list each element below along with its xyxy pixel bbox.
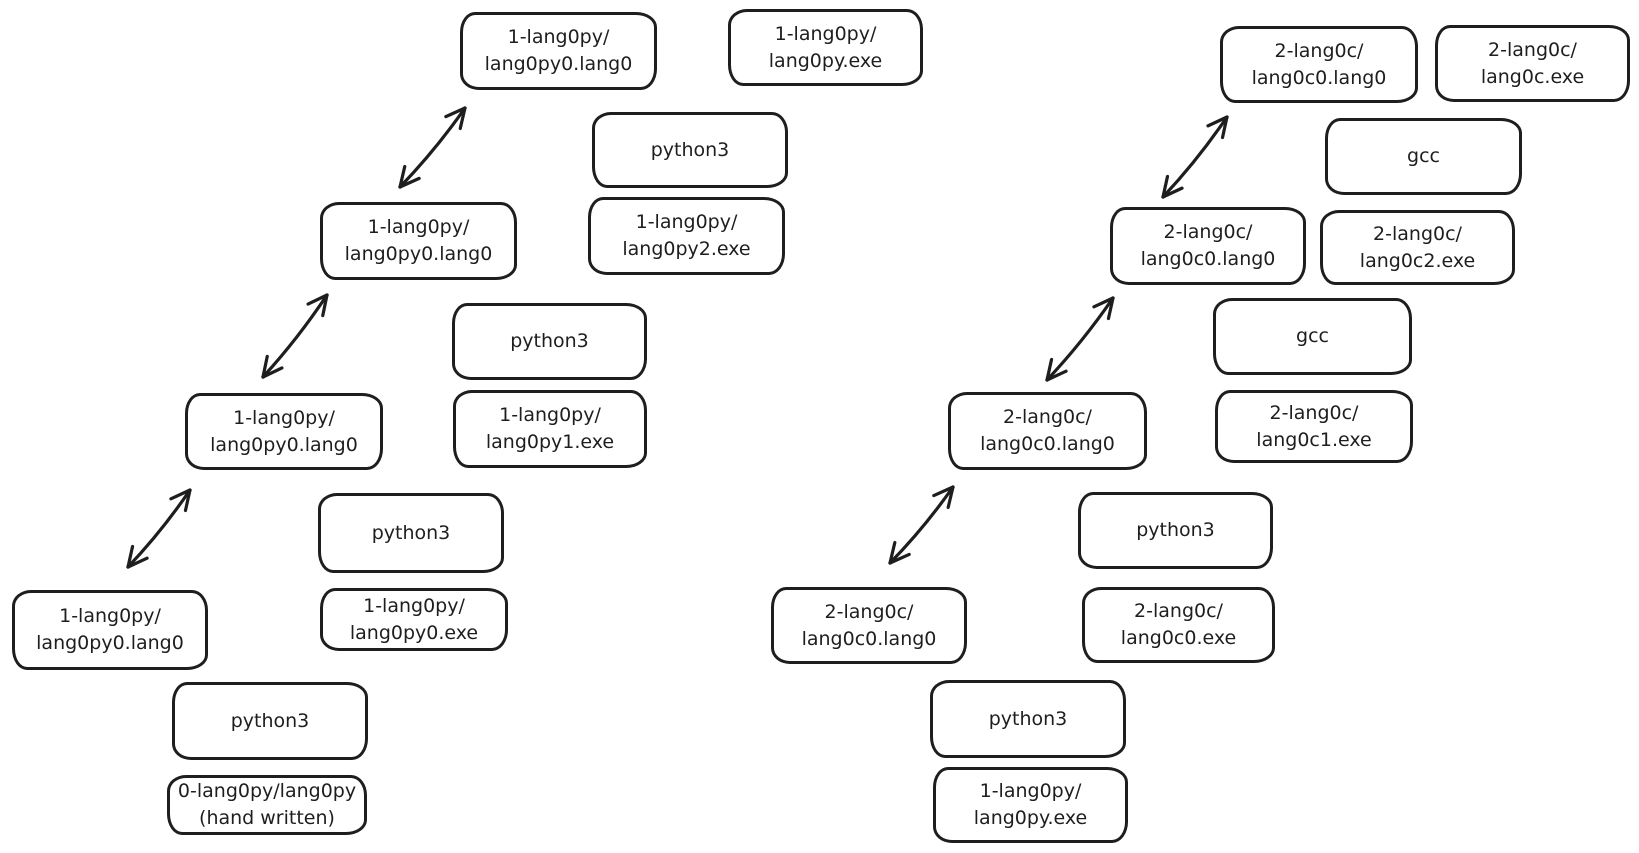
node-label-line: 1-lang0py/ — [363, 594, 465, 617]
node-label-line: python3 — [230, 709, 310, 732]
py-exe-1-box: 1-lang0py/lang0py1.exe — [453, 390, 647, 468]
c-exe-1-box: 2-lang0c/lang0c1.exe — [1215, 390, 1413, 463]
node-label-line: lang0c0.exe — [1120, 627, 1237, 649]
node-label-line: (hand written) — [199, 807, 335, 829]
c-source-0-box: 2-lang0c/lang0c0.lang0 — [771, 587, 967, 664]
c-interp-python3-1-box: python3 — [1078, 492, 1273, 569]
node-label-line: 2-lang0c/ — [1269, 401, 1359, 424]
c-source-3-box: 2-lang0c/lang0c0.lang0 — [1220, 26, 1418, 103]
node-label-line: 0-lang0py/lang0py — [177, 780, 357, 803]
node-label-line: python3 — [371, 521, 451, 544]
py-exe-2-box: 1-lang0py/lang0py2.exe — [588, 197, 785, 275]
node-label-line: lang0py.exe — [768, 49, 883, 72]
c-interp-python3-0-box: python3 — [930, 680, 1126, 758]
c-bootstrap-arrow-1 — [1045, 296, 1115, 382]
node-label-line: 2-lang0c/ — [1134, 600, 1223, 623]
node-label-line: 1-lang0py/ — [507, 26, 610, 49]
c-source-2-box: 2-lang0c/lang0c0.lang0 — [1110, 207, 1306, 285]
py-bootstrap-arrow-0 — [126, 488, 192, 569]
node-label-line: lang0py0.lang0 — [344, 243, 493, 265]
py-bootstrap-arrow-2 — [398, 106, 467, 189]
py-interp-python3-1-box: python3 — [318, 493, 504, 573]
node-label-line: python3 — [1136, 519, 1215, 542]
node-label-line: 1-lang0py/ — [233, 406, 335, 429]
py-source-1-box: 1-lang0py/lang0py0.lang0 — [185, 393, 383, 470]
py-exe-final-box: 1-lang0py/lang0py.exe — [728, 9, 923, 86]
c-exe-0-box: 2-lang0c/lang0c0.exe — [1082, 587, 1275, 663]
py-source-0-box: 1-lang0py/lang0py0.lang0 — [12, 590, 208, 670]
c-source-1-box: 2-lang0c/lang0c0.lang0 — [948, 392, 1147, 470]
c-exe-final-box: 2-lang0c/lang0c.exe — [1435, 25, 1630, 102]
node-label-line: 2-lang0c/ — [1488, 38, 1577, 61]
node-label-line: 2-lang0c/ — [1274, 39, 1364, 62]
py-interp-python3-2-box: python3 — [452, 303, 647, 380]
node-label-line: 1-lang0py/ — [774, 22, 877, 45]
node-label-line: lang0py1.exe — [485, 431, 615, 453]
py-stage0-handwritten-box: 0-lang0py/lang0py (hand written) — [167, 775, 367, 835]
node-label-line: python3 — [988, 707, 1068, 730]
node-label-line: 1-lang0py/ — [59, 605, 161, 628]
node-label-line: python3 — [650, 138, 730, 161]
c-base-exe-box: 1-lang0py/lang0py.exe — [933, 767, 1128, 843]
node-label-line: lang0py0.lang0 — [484, 53, 633, 75]
node-label-line: 1-lang0py/ — [367, 216, 470, 239]
node-label-line: lang0c0.lang0 — [1140, 248, 1276, 270]
node-label-line: lang0c1.exe — [1256, 428, 1372, 451]
node-label-line: 2-lang0c/ — [1163, 221, 1253, 244]
node-label-line: 2-lang0c/ — [1373, 222, 1462, 245]
node-label-line: 1-lang0py/ — [979, 780, 1082, 803]
node-label-line: 2-lang0c/ — [824, 600, 914, 623]
node-label-line: lang0c2.exe — [1359, 249, 1476, 272]
c-compiler-gcc-1-box: gcc — [1325, 118, 1522, 195]
node-label-line: lang0py0.exe — [349, 621, 479, 644]
node-label-line: 1-lang0py/ — [499, 404, 601, 427]
node-label-line: lang0c0.lang0 — [801, 627, 937, 650]
node-label-line: lang0c0.lang0 — [1251, 66, 1387, 89]
c-bootstrap-arrow-2 — [1161, 115, 1229, 199]
node-label-line: 1-lang0py/ — [635, 211, 738, 234]
node-label-line: 2-lang0c/ — [1003, 406, 1092, 429]
c-bootstrap-arrow-0 — [888, 485, 955, 565]
py-interp-python3-3-box: python3 — [592, 112, 788, 188]
node-label-line: lang0py0.lang0 — [210, 433, 358, 456]
node-label-line: lang0c.exe — [1480, 65, 1585, 88]
node-label-line: lang0py.exe — [973, 807, 1088, 829]
py-source-3-box: 1-lang0py/lang0py0.lang0 — [460, 12, 657, 90]
c-exe-2-box: 2-lang0c/lang0c2.exe — [1320, 210, 1515, 285]
c-compiler-gcc-0-box: gcc — [1213, 298, 1412, 375]
py-exe-0-box: 1-lang0py/lang0py0.exe — [320, 588, 508, 651]
py-source-2-box: 1-lang0py/lang0py0.lang0 — [320, 202, 517, 280]
node-label-line: gcc — [1407, 145, 1440, 168]
py-bootstrap-arrow-1 — [261, 293, 329, 379]
node-label-line: lang0py2.exe — [622, 238, 751, 260]
node-label-line: python3 — [510, 330, 589, 353]
node-label-line: lang0py0.lang0 — [36, 632, 184, 654]
py-interp-python3-0-box: python3 — [172, 682, 368, 760]
node-label-line: gcc — [1296, 325, 1329, 348]
node-label-line: lang0c0.lang0 — [980, 433, 1115, 455]
